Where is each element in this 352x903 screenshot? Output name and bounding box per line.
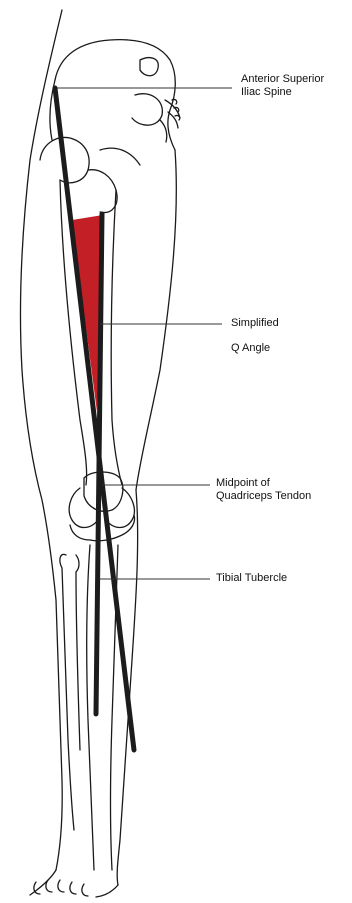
asis-label-line2: Iliac Spine (241, 86, 324, 99)
q-angle-label-line2: Q Angle (231, 342, 279, 355)
quadriceps-label-line1: Midpoint of (216, 477, 311, 490)
tibial-tubercle-text: Tibial Tubercle (216, 572, 287, 585)
q-angle-label-line1: Simplified (231, 317, 279, 330)
asis-label-line1: Anterior Superior (241, 73, 324, 86)
quadriceps-tendon-label: Midpoint of Quadriceps Tendon (216, 477, 311, 503)
quadriceps-label-line2: Quadriceps Tendon (216, 490, 311, 503)
q-angle-label: Simplified Q Angle (231, 317, 279, 355)
asis-label: Anterior Superior Iliac Spine (241, 73, 324, 99)
tibial-tubercle-label: Tibial Tubercle (216, 572, 287, 585)
